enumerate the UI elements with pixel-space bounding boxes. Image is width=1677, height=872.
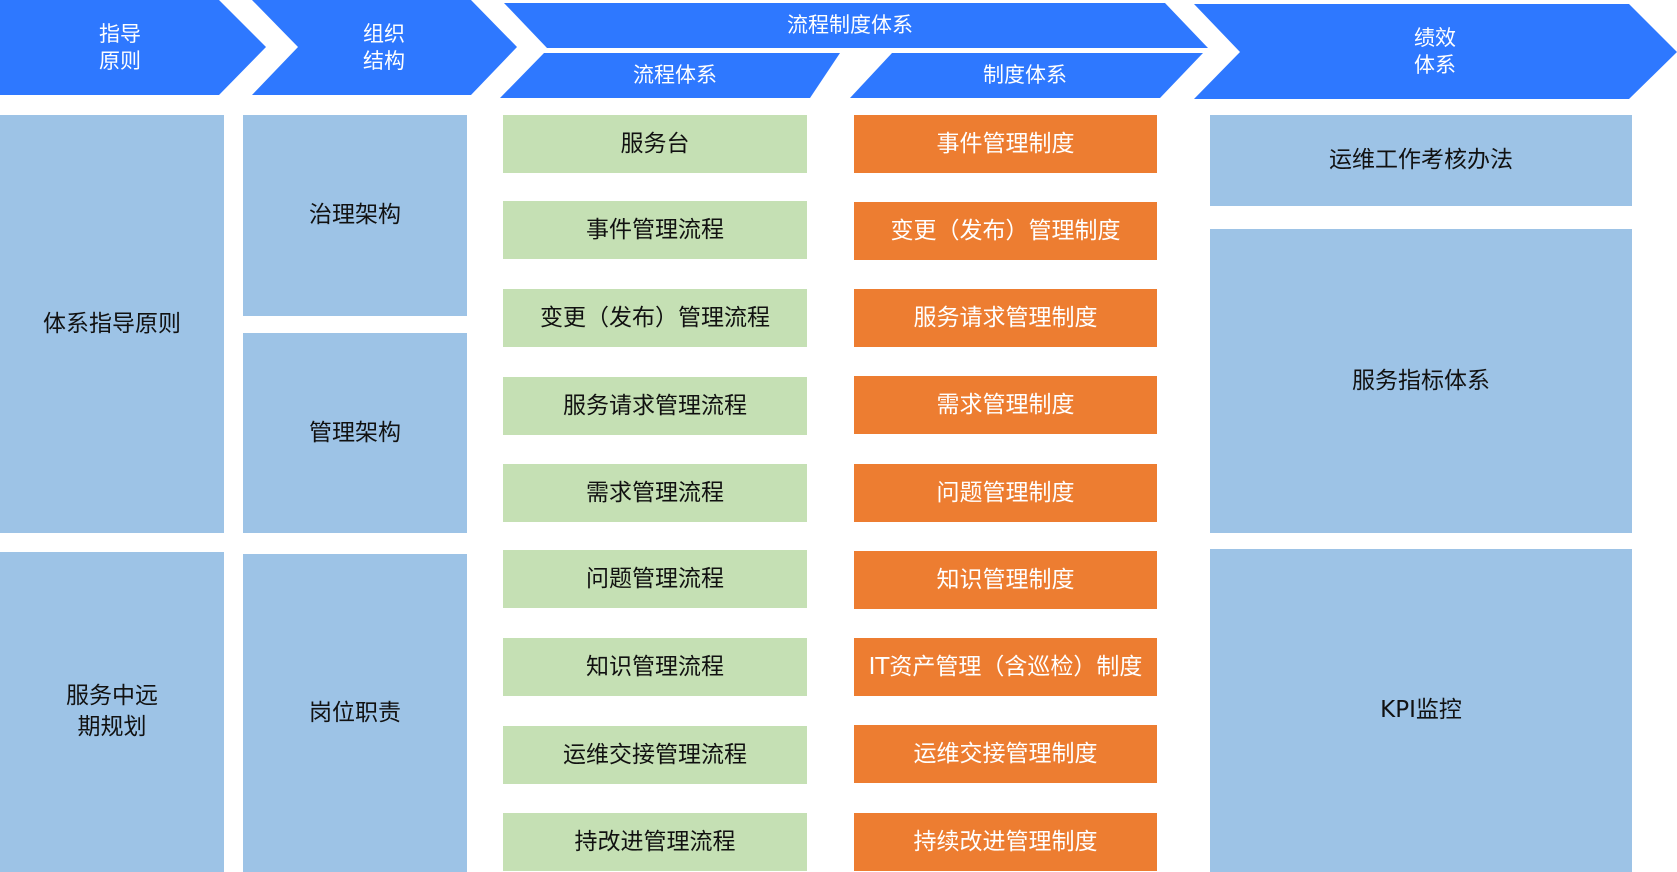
process-item: 知识管理流程 <box>503 638 807 696</box>
policy-item: 问题管理制度 <box>854 464 1157 522</box>
org-item: 治理架构 <box>243 115 467 316</box>
process-item: 运维交接管理流程 <box>503 726 807 784</box>
guiding-item: 体系指导原则 <box>0 115 224 533</box>
process-item: 问题管理流程 <box>503 550 807 608</box>
process-item: 需求管理流程 <box>503 464 807 522</box>
header-guiding: 指导 原则 <box>99 21 141 73</box>
process-banner <box>500 53 840 98</box>
process-item: 服务请求管理流程 <box>503 377 807 435</box>
org-item: 管理架构 <box>243 333 467 533</box>
policy-item: 需求管理制度 <box>854 376 1157 434</box>
process-item: 变更（发布）管理流程 <box>503 289 807 347</box>
guiding-item: 服务中远 期规划 <box>0 552 224 872</box>
performance-item: KPI监控 <box>1210 549 1632 872</box>
process-item: 服务台 <box>503 115 807 173</box>
policy-banner <box>850 53 1203 98</box>
performance-item: 运维工作考核办法 <box>1210 115 1632 206</box>
process-item: 持改进管理流程 <box>503 813 807 871</box>
process-policy-banner <box>504 3 1208 48</box>
policy-item: 运维交接管理制度 <box>854 725 1157 783</box>
header-process-policy: 流程制度体系 <box>787 13 913 37</box>
header-performance: 绩效 体系 <box>1414 25 1456 77</box>
policy-item: IT资产管理（含巡检）制度 <box>854 638 1157 696</box>
header-process: 流程体系 <box>633 63 717 87</box>
org-chevron <box>252 0 517 95</box>
performance-chevron <box>1194 4 1677 99</box>
policy-item: 服务请求管理制度 <box>854 289 1157 347</box>
header-shapes <box>0 0 1677 99</box>
policy-item: 事件管理制度 <box>854 115 1157 173</box>
process-item: 事件管理流程 <box>503 201 807 259</box>
org-item: 岗位职责 <box>243 554 467 872</box>
header-policy: 制度体系 <box>983 63 1067 87</box>
guiding-chevron <box>0 0 266 95</box>
policy-item: 持续改进管理制度 <box>854 813 1157 871</box>
policy-item: 变更（发布）管理制度 <box>854 202 1157 260</box>
policy-item: 知识管理制度 <box>854 551 1157 609</box>
header-org: 组织 结构 <box>363 21 405 73</box>
performance-item: 服务指标体系 <box>1210 229 1632 533</box>
